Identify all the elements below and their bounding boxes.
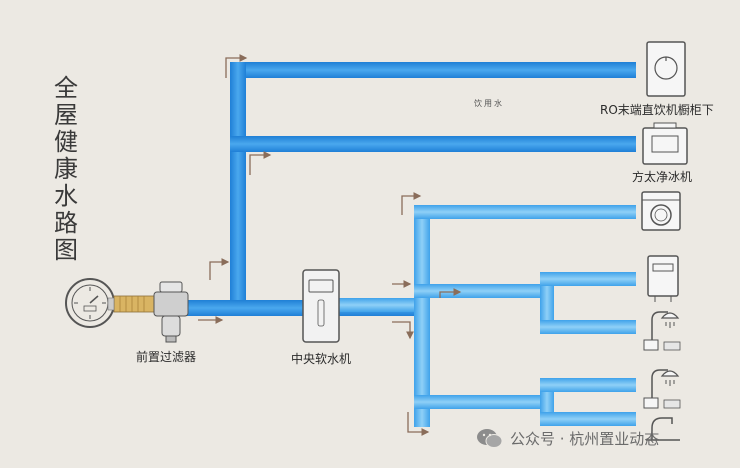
ro-purifier-icon [646, 41, 686, 97]
arrow-icon [401, 192, 422, 215]
faucet-icon [646, 417, 680, 441]
arrow-icon [225, 54, 248, 78]
page-title: 全屋健康水路图 [54, 74, 78, 264]
soft-water-pipes [338, 205, 636, 427]
arrow-icon [407, 412, 430, 436]
arrow-icon [209, 258, 230, 280]
pipe-bath1-line [414, 284, 544, 298]
wechat-icon [477, 429, 503, 448]
shower-icon [643, 311, 681, 351]
arrow-icon [249, 151, 272, 175]
watermark-text: 公众号 · 杭州置业动态 [510, 429, 660, 448]
pipe-drinking-riser [230, 62, 246, 312]
water-meter-icon [65, 278, 115, 328]
pipe-washer-line [414, 205, 636, 219]
pipe-soft-riser [414, 205, 430, 427]
ice-machine-icon [642, 122, 688, 165]
flow-arrows [198, 54, 462, 436]
prefilter-label: 前置过滤器 [136, 350, 197, 364]
arrow-icon [392, 321, 414, 340]
softener-label: 中央软水机 [291, 352, 352, 366]
pipe-ice-line [230, 136, 636, 152]
watermark: 公众号 · 杭州置业动态 [476, 427, 659, 449]
pipe-heater-line [540, 272, 636, 286]
valve-icon [107, 295, 155, 313]
pipe-shower2-line [540, 378, 636, 392]
pipe-ro-line [230, 62, 636, 78]
pipe-bath2-line [414, 395, 544, 409]
pipe-softener-out [338, 298, 428, 312]
drinking-water-label: 饮用水 [474, 99, 504, 108]
pipe-shower1-line [540, 320, 636, 334]
ro-appliance-label: RO末端直饮机橱柜下 [600, 103, 714, 117]
drinking-water-pipes [186, 62, 636, 316]
washing-machine-icon [641, 191, 681, 231]
water-heater-icon [647, 255, 679, 302]
softener-icon [302, 269, 340, 343]
ice-machine-label: 方太净冰机 [632, 170, 693, 184]
prefilter-icon [153, 281, 189, 343]
arrow-icon [439, 288, 462, 298]
pipe-faucet-line [540, 412, 636, 426]
shower-icon [643, 369, 681, 409]
pipe-bath1-split [540, 272, 554, 332]
